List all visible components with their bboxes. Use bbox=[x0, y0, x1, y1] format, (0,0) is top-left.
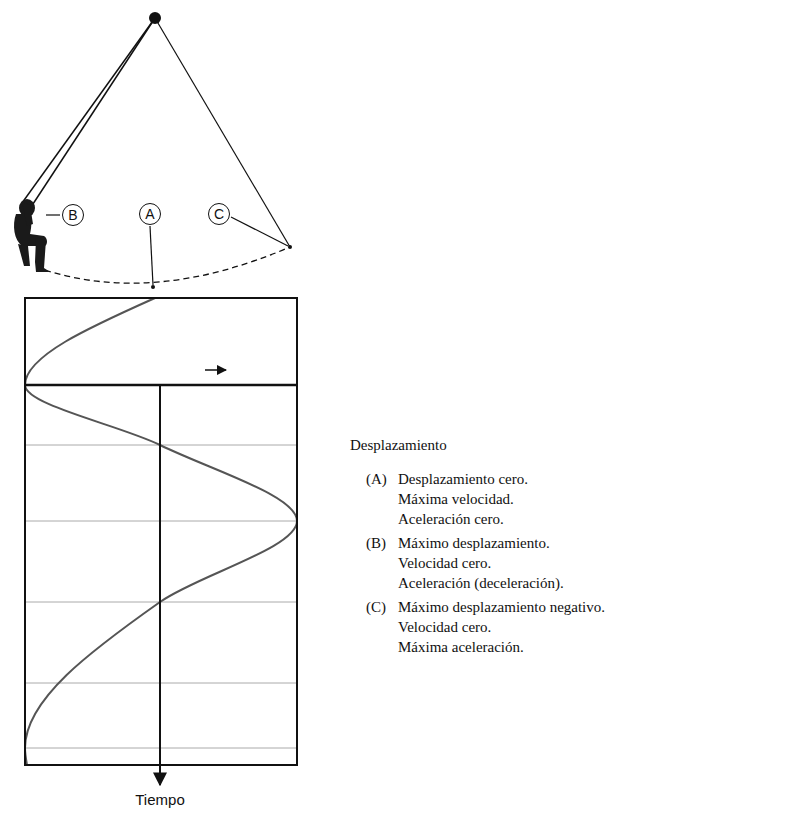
description-text: Máxima aceleración. bbox=[398, 638, 524, 656]
description-text: Máxima velocidad. bbox=[398, 490, 514, 508]
callout-letter: C bbox=[214, 207, 224, 221]
pendulum-string bbox=[155, 18, 290, 247]
callout-letter: A bbox=[145, 207, 154, 221]
description-text: Aceleración (deceleración). bbox=[398, 574, 564, 592]
direction-arrow bbox=[205, 369, 226, 371]
end-point bbox=[288, 245, 292, 249]
circled-letter: B bbox=[62, 204, 84, 226]
person-on-swing bbox=[14, 199, 50, 272]
swing-rope bbox=[31, 18, 155, 207]
description-text: Velocidad cero. bbox=[398, 554, 491, 572]
axis-label: Tiempo bbox=[135, 791, 184, 809]
callout-letter: B bbox=[68, 208, 77, 222]
swing-rope bbox=[22, 18, 155, 203]
description-text: Desplazamiento cero. bbox=[398, 470, 528, 488]
swing-arc bbox=[45, 247, 290, 283]
legend-heading: Desplazamiento bbox=[350, 436, 447, 454]
description-text: Máximo desplazamiento. bbox=[398, 534, 550, 552]
leader-line bbox=[231, 217, 288, 246]
pivot-point bbox=[149, 12, 161, 24]
time-graph bbox=[25, 298, 297, 785]
leader-line bbox=[150, 226, 153, 285]
circled-letter: A bbox=[139, 203, 161, 225]
leader-line bbox=[46, 214, 60, 215]
description-text: Velocidad cero. bbox=[398, 618, 491, 636]
description-text: Máximo desplazamiento negativo. bbox=[398, 598, 605, 616]
circled-letter: C bbox=[208, 203, 230, 225]
description-text: (C) bbox=[366, 598, 386, 616]
time-axis bbox=[159, 385, 161, 785]
description-text: (B) bbox=[366, 534, 386, 552]
description-text: (A) bbox=[366, 470, 387, 488]
rest-point bbox=[151, 285, 155, 289]
description-text: Aceleración cero. bbox=[398, 510, 504, 528]
